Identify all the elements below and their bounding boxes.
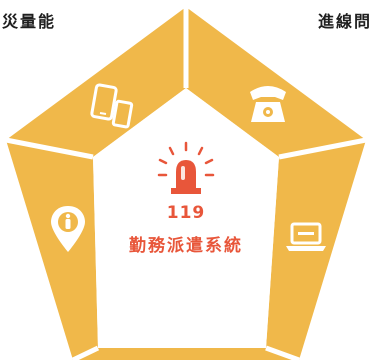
corner-label-right: 進線問 bbox=[317, 12, 372, 31]
location-pin-icon bbox=[51, 206, 85, 252]
laptop-icon bbox=[286, 222, 326, 251]
segment-bottom bbox=[73, 348, 299, 360]
siren-icon bbox=[157, 141, 215, 194]
center-pentagon bbox=[93, 88, 279, 348]
center-number: 119 bbox=[166, 203, 206, 223]
segment-dividers bbox=[5, 7, 367, 360]
segment-top-right bbox=[186, 7, 366, 157]
presentation-icon bbox=[166, 311, 219, 345]
segment-top-left bbox=[6, 7, 186, 157]
corner-label-left: 災量能 bbox=[2, 12, 57, 31]
center-system-name: 勤務派遣系統 bbox=[129, 236, 243, 256]
phone-icon bbox=[250, 86, 286, 122]
mobile-devices-icon bbox=[90, 83, 134, 129]
segment-left bbox=[6, 140, 98, 360]
